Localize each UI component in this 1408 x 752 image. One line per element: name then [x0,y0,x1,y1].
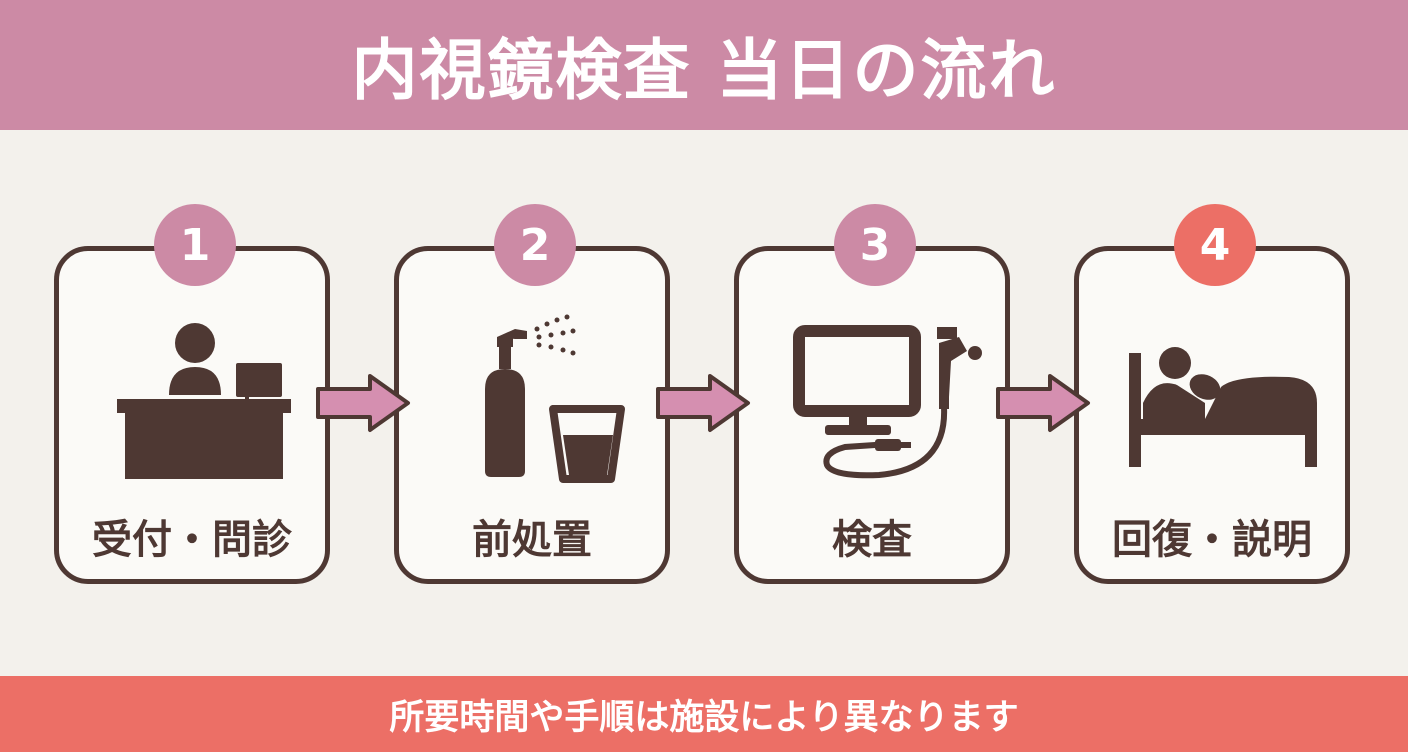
step-number-badge-3: 3 [834,204,916,286]
footer-banner: 所要時間や手順は施設により異なります [0,676,1408,752]
step-card-3: 検査 [734,246,1010,584]
page-title: 内視鏡検査 当日の流れ [351,32,1057,109]
spray-and-cup-icon [485,314,625,483]
arrow-right-icon [316,374,410,432]
reception-desk-icon [117,323,291,479]
patient-bed-icon [1129,347,1317,467]
step-card-2: 前処置 [394,246,670,584]
arrow-right-icon [996,374,1090,432]
monitor-endoscope-icon [793,325,982,479]
step-card-1: 受付・問診 [54,246,330,584]
step-label-4: 回復・説明 [1112,517,1312,563]
step-card-4: 回復・説明 [1074,246,1350,584]
step-number-badge-2: 2 [494,204,576,286]
header-banner: 内視鏡検査 当日の流れ [0,0,1408,130]
step-number-badge-4: 4 [1174,204,1256,286]
step-label-1: 受付・問診 [92,517,292,563]
step-label-3: 検査 [832,517,912,563]
arrow-right-icon [656,374,750,432]
step-number-badge-1: 1 [154,204,236,286]
footer-note: 所要時間や手順は施設により異なります [389,697,1019,738]
step-label-2: 前処置 [472,517,592,563]
